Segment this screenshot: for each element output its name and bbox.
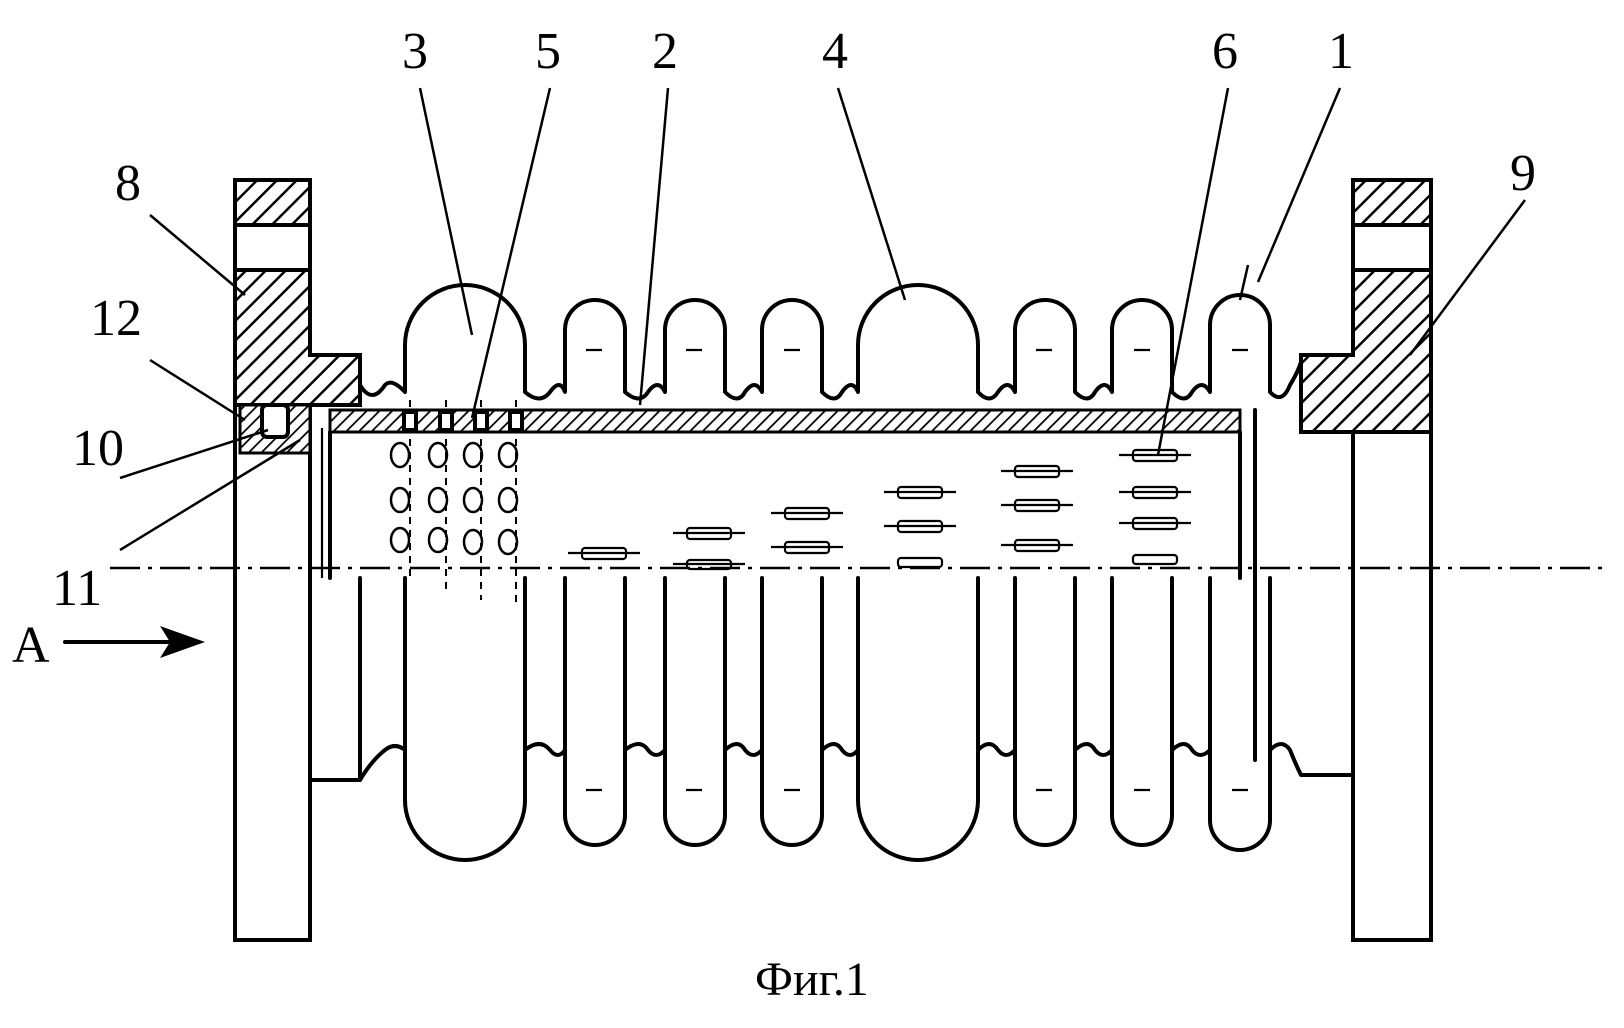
label-6: 6 [1212, 23, 1238, 80]
bellows-walls [360, 578, 1270, 780]
label-9: 9 [1510, 145, 1536, 202]
slot-marks [568, 450, 1191, 569]
label-4: 4 [822, 23, 848, 80]
label-2: 2 [652, 23, 678, 80]
bellows-bottom [310, 744, 1353, 860]
label-8: 8 [115, 155, 141, 212]
label-5: 5 [535, 23, 561, 80]
left-flange [235, 180, 360, 940]
label-11: 11 [52, 560, 102, 617]
label-1: 1 [1328, 23, 1354, 80]
view-arrow [65, 626, 205, 658]
view-label-a: A [12, 617, 50, 674]
bellows-top [360, 285, 1301, 399]
label-10: 10 [72, 420, 124, 477]
label-12: 12 [90, 290, 142, 347]
figure-caption: Фиг.1 [755, 953, 869, 1006]
right-flange [1301, 180, 1431, 940]
label-3: 3 [402, 23, 428, 80]
